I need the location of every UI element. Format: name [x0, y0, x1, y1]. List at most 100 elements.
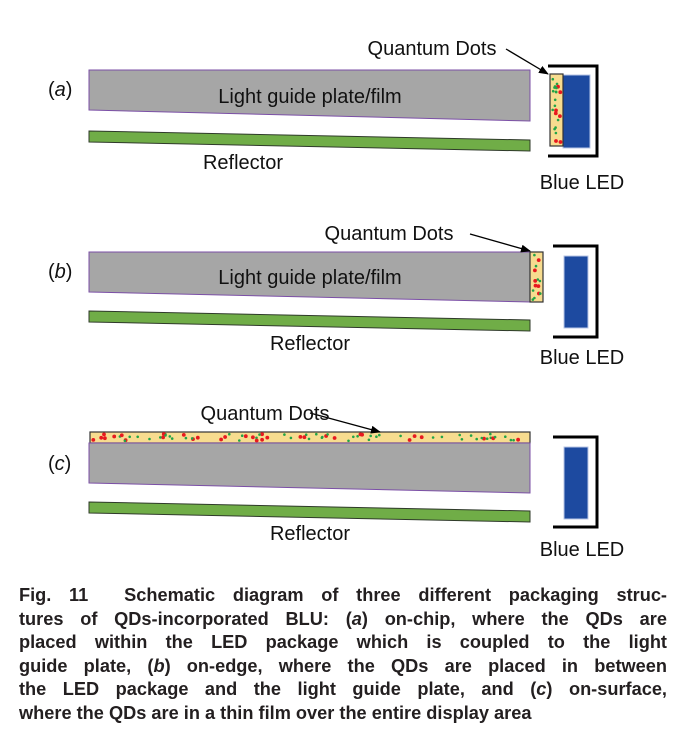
red-quantum-dot	[533, 279, 538, 283]
quantum-dots-film	[89, 431, 531, 444]
green-quantum-dot	[399, 434, 402, 438]
caption-line: Fig. 11 Schematic diagram of three diffe…	[19, 585, 667, 605]
green-quantum-dot	[531, 289, 535, 292]
qd-label: Quantum Dots	[201, 403, 330, 425]
green-quantum-dot	[369, 434, 373, 438]
led-package-bracket	[553, 435, 599, 529]
qd-label: Quantum Dots	[325, 223, 454, 245]
green-quantum-dot	[431, 436, 435, 439]
green-quantum-dot	[458, 433, 462, 437]
light-guide-plate	[88, 442, 531, 494]
green-quantum-dot	[347, 439, 350, 443]
qd-pointer-arrow	[309, 412, 381, 434]
green-quantum-dot	[553, 85, 557, 88]
red-quantum-dot	[558, 90, 563, 95]
panel-c-label: (c)	[48, 453, 71, 475]
green-quantum-dot	[315, 432, 318, 436]
reflector	[88, 310, 531, 332]
green-quantum-dot	[554, 126, 557, 129]
green-quantum-dot	[485, 437, 489, 441]
red-quantum-dot	[223, 435, 228, 439]
green-quantum-dot	[289, 436, 293, 440]
green-quantum-dot	[538, 279, 542, 283]
green-quantum-dot	[534, 264, 538, 268]
reflector-label: Reflector	[270, 523, 350, 545]
caption-line: placed within the LED package which is c…	[19, 632, 667, 653]
caption-line: guide plate, (b) on-edge, where the QDs …	[19, 655, 667, 676]
red-quantum-dot	[112, 434, 117, 439]
red-quantum-dot	[554, 139, 558, 143]
green-quantum-dot	[148, 437, 151, 441]
green-quantum-dot	[356, 435, 359, 438]
green-quantum-dot	[190, 437, 194, 440]
reflector	[88, 501, 531, 523]
green-quantum-dot	[159, 436, 162, 439]
green-quantum-dot	[551, 77, 555, 81]
green-quantum-dot	[258, 433, 261, 436]
green-quantum-dot	[123, 439, 127, 443]
reflector	[88, 130, 531, 152]
red-quantum-dot	[407, 438, 412, 442]
panel-a-label: (a)	[48, 79, 72, 101]
red-quantum-dot	[161, 435, 166, 440]
red-quantum-dot	[254, 438, 259, 443]
red-quantum-dot	[558, 140, 563, 144]
blue-led-chip	[563, 446, 589, 520]
green-quantum-dot	[326, 433, 329, 436]
qd-dots-c	[91, 432, 520, 443]
green-quantum-dot	[469, 434, 473, 437]
green-quantum-dot	[509, 438, 513, 442]
caption-line: where the QDs are in a thin film over th…	[19, 702, 532, 723]
red-quantum-dot	[516, 437, 520, 442]
green-quantum-dot	[531, 298, 535, 301]
green-quantum-dot	[375, 435, 378, 439]
qd-label: Quantum Dots	[368, 38, 497, 60]
green-quantum-dot	[320, 436, 324, 440]
panel-c: (c) Reflector Quantum Dots Blue LED	[48, 403, 624, 561]
red-quantum-dot	[536, 284, 541, 288]
green-quantum-dot	[367, 438, 371, 442]
green-quantum-dot	[551, 89, 555, 93]
qd-dots-b	[531, 253, 542, 301]
red-quantum-dot	[558, 114, 562, 118]
green-quantum-dot	[533, 296, 536, 300]
red-quantum-dot	[102, 432, 106, 437]
green-quantum-dot	[512, 438, 515, 442]
red-quantum-dot	[243, 434, 248, 439]
led-package-bracket	[548, 64, 599, 158]
red-quantum-dot	[412, 434, 417, 438]
green-quantum-dot	[378, 433, 381, 437]
red-quantum-dot	[119, 433, 124, 438]
green-quantum-dot	[533, 253, 536, 257]
green-quantum-dot	[553, 104, 557, 108]
light-guide-plate	[88, 69, 531, 122]
green-quantum-dot	[283, 433, 286, 436]
red-quantum-dot	[536, 258, 541, 262]
red-quantum-dot	[195, 435, 200, 440]
green-quantum-dot	[184, 436, 188, 440]
green-quantum-dot	[460, 438, 464, 441]
green-quantum-dot	[304, 433, 308, 437]
green-quantum-dot	[128, 435, 131, 439]
figure-caption: Fig. 11 Schematic diagram of three diffe…	[19, 584, 667, 726]
led-label: Blue LED	[540, 347, 625, 369]
green-quantum-dot	[536, 278, 540, 281]
green-quantum-dot	[554, 90, 558, 94]
blue-led-chip	[563, 255, 589, 329]
panel-b-label: (b)	[48, 261, 72, 283]
qd-pointer-arrow	[469, 233, 531, 253]
led-label: Blue LED	[540, 172, 625, 194]
red-quantum-dot	[533, 283, 538, 288]
panel-b: (b) Light guide plate/film Reflector Qua…	[48, 223, 624, 369]
red-quantum-dot	[219, 437, 224, 442]
green-quantum-dot	[493, 435, 497, 439]
red-quantum-dot	[91, 438, 96, 442]
green-quantum-dot	[228, 432, 231, 436]
green-quantum-dot	[489, 432, 492, 436]
green-quantum-dot	[440, 435, 444, 439]
red-quantum-dot	[332, 436, 337, 440]
green-quantum-dot	[170, 437, 174, 440]
green-quantum-dot	[556, 118, 560, 122]
red-quantum-dot	[251, 435, 255, 440]
green-quantum-dot	[352, 435, 355, 439]
